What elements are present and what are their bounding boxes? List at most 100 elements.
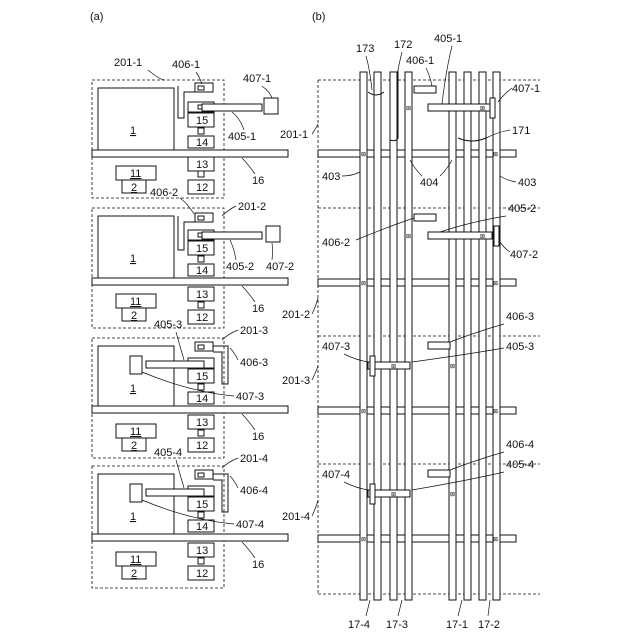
contact-mark: ⊠ [450, 492, 455, 498]
label-407: 407-3 [236, 391, 264, 403]
leader [148, 70, 165, 80]
label-405-2: 405-2 [508, 203, 536, 215]
label-17-3: 17-3 [386, 619, 408, 631]
photodiode-1 [98, 216, 174, 278]
leader [458, 600, 462, 616]
leader [230, 240, 236, 260]
leader [342, 172, 360, 176]
label-15: 15 [196, 115, 208, 127]
label-405-1: 405-1 [434, 33, 462, 45]
leader [242, 286, 255, 302]
label-17-1: 17-1 [446, 619, 468, 631]
wire-405 [202, 232, 262, 239]
line-17-1b [464, 72, 471, 600]
pad-407 [266, 226, 280, 242]
label-1: 1 [130, 125, 136, 137]
wire-405 [146, 361, 204, 368]
pad-407 [130, 356, 142, 374]
label-404: 404 [420, 177, 438, 189]
block-201-4: 1 11 2 15 14 13 12 405-4 201-4 406-4 407… [92, 447, 288, 588]
leader [272, 243, 273, 260]
label-16: 16 [252, 431, 264, 443]
line-17-3a [390, 72, 397, 600]
label-201: 201-2 [238, 201, 266, 213]
label-407-1: 407-1 [512, 83, 540, 95]
via [198, 256, 204, 262]
pad-407 [130, 484, 142, 502]
label-13: 13 [196, 159, 208, 171]
label-406-2: 406-2 [322, 237, 350, 249]
leader [242, 542, 255, 558]
via [198, 384, 204, 390]
wire-405 [146, 489, 204, 496]
label-12: 12 [196, 440, 208, 452]
leader [366, 600, 370, 616]
label-407: 407-2 [266, 261, 294, 273]
label-13: 13 [196, 545, 208, 557]
label-403-left: 403 [322, 171, 340, 183]
contact-mark: ⊠ [493, 281, 498, 287]
leader [242, 414, 255, 430]
label-406-3: 406-3 [506, 311, 534, 323]
contact-mark: ⊠ [361, 281, 366, 287]
block-201-1: 1 11 2 15 14 13 12 201-1 406-1 407-1 405… [92, 57, 288, 198]
photodiode-1 [98, 88, 174, 150]
label-405: 405-3 [154, 319, 182, 331]
label-405: 405-2 [226, 261, 254, 273]
label-407-4: 407-4 [322, 469, 350, 481]
leader [232, 112, 244, 130]
label-405: 405-4 [154, 447, 182, 459]
via [198, 302, 204, 308]
line-16 [92, 534, 288, 541]
label-14: 14 [196, 393, 208, 405]
label-2: 2 [131, 310, 137, 322]
panel-b-label: (b) [312, 11, 325, 23]
leader [500, 176, 516, 182]
leader [230, 348, 238, 360]
label-14: 14 [196, 265, 208, 277]
leader [230, 476, 238, 488]
panel-a-label: (a) [90, 11, 103, 23]
line-16 [92, 278, 288, 285]
wire-406-1 [414, 86, 436, 93]
label-201-3: 201-3 [282, 375, 310, 387]
label-201: 201-1 [114, 57, 142, 69]
contact-mark: ⊠ [493, 409, 498, 415]
block-201-3: 1 11 2 15 14 13 12 405-3 201-3 406-3 407… [92, 319, 288, 458]
leader [312, 500, 318, 516]
line-17-1a [449, 72, 456, 600]
wire-405 [202, 104, 262, 111]
wire-406-2 [414, 214, 436, 221]
label-11: 11 [130, 426, 141, 438]
label-12: 12 [196, 312, 208, 324]
label-11: 11 [130, 168, 141, 180]
label-406: 406-3 [240, 357, 268, 369]
label-16: 16 [252, 175, 264, 187]
pad-407-4 [370, 484, 375, 504]
label-17-2: 17-2 [478, 619, 500, 631]
label-13: 13 [196, 417, 208, 429]
label-16: 16 [252, 303, 264, 315]
label-201: 201-4 [240, 453, 268, 465]
label-2: 2 [131, 440, 137, 452]
line-17-3b [405, 72, 412, 600]
wire-406-4 [428, 470, 450, 477]
wire-406-3 [428, 342, 450, 349]
leader [262, 86, 272, 98]
contact-mark: ⊠ [361, 409, 366, 415]
wire-406 [213, 474, 228, 512]
label-15: 15 [196, 499, 208, 511]
contact-mark: ⊠ [406, 106, 411, 112]
label-201: 201-3 [240, 325, 268, 337]
label-407: 407-4 [236, 519, 264, 531]
leader [312, 298, 318, 314]
label-14: 14 [196, 521, 208, 533]
leader [242, 158, 255, 174]
label-13: 13 [196, 289, 208, 301]
leader [500, 242, 510, 252]
leader [176, 460, 184, 488]
leader [312, 366, 318, 380]
contact-dot [198, 345, 204, 349]
label-171: 171 [512, 125, 530, 137]
